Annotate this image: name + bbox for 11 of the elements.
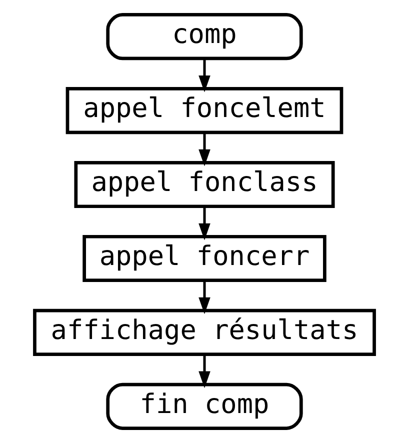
arrow [198, 354, 210, 388]
arrow [198, 207, 210, 240]
node-box: appel fonclass [74, 160, 335, 208]
arrow [198, 133, 210, 166]
node-box: comp [106, 13, 303, 60]
arrow [198, 280, 210, 314]
node-box: appel foncerr [82, 234, 326, 282]
node-box: affichage résultats [33, 308, 376, 356]
arrow [198, 59, 210, 92]
node-box: appel foncelemt [66, 87, 344, 134]
node-box: fin comp [106, 382, 303, 430]
